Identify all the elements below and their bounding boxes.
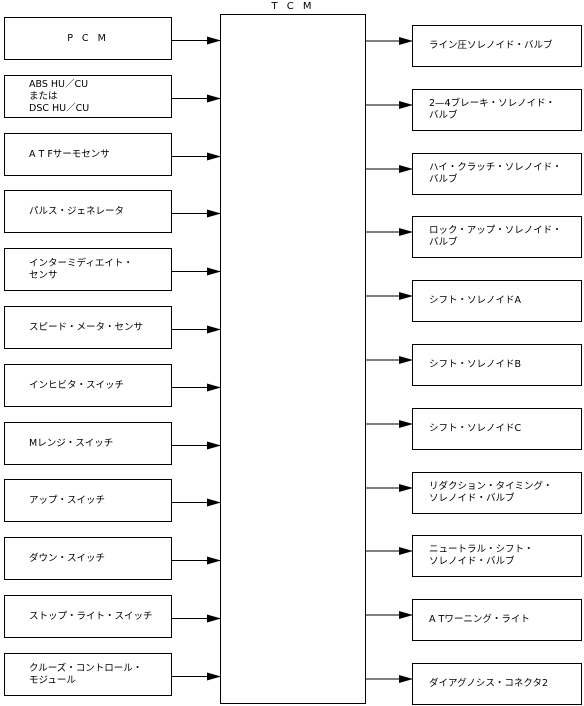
input-label-5: インターミディエイト・ センサ [29, 257, 133, 281]
input-label-11: ストップ・ライト・スイッチ [29, 610, 153, 622]
output-label-4: ロック・アップ・ソレノイド・ バルブ [429, 225, 562, 248]
input-label-3: A T Fサーモセンサ [29, 148, 110, 160]
tcm-title: T C M [271, 1, 315, 12]
output-box-9: ニュートラル・シフト・ ソレノイド・バルブ [412, 535, 582, 577]
output-box-5: シフト・ソレノイドA [412, 280, 582, 322]
output-label-7: シフト・ソレノイドC [429, 423, 522, 434]
output-box-1: ライン圧ソレノイド・バルブ [412, 25, 582, 67]
tcm-unit [220, 14, 366, 704]
output-label-8: リダクション・タイミング・ ソレノイド・バルブ [429, 481, 553, 504]
input-box-6: スピード・メータ・センサ [4, 306, 172, 349]
output-box-11: ダイアグノシス・コネクタ2 [412, 663, 582, 705]
input-box-7: インヒビタ・スイッチ [4, 364, 172, 407]
output-label-6: シフト・ソレノイドB [429, 359, 522, 370]
input-label-4: パルス・ジェネレータ [29, 205, 125, 217]
input-label-7: インヒビタ・スイッチ [29, 379, 125, 391]
output-box-2: 2—4ブレーキ・ソレノイド・ バルブ [412, 89, 582, 131]
input-box-8: Mレンジ・スイッチ [4, 422, 172, 465]
input-label-12: クルーズ・コントロール・ モジュール [29, 662, 143, 686]
output-box-3: ハイ・クラッチ・ソレノイド・ バルブ [412, 153, 582, 195]
output-label-5: シフト・ソレノイドA [429, 295, 521, 306]
output-label-1: ライン圧ソレノイド・バルブ [429, 40, 553, 51]
output-label-11: ダイアグノシス・コネクタ2 [429, 678, 548, 689]
input-box-5: インターミディエイト・ センサ [4, 248, 172, 291]
output-label-3: ハイ・クラッチ・ソレノイド・ バルブ [429, 162, 562, 185]
input-box-2: ABS HU／CU または DSC HU／CU [4, 75, 172, 118]
input-box-9: アップ・スイッチ [4, 479, 172, 522]
input-box-3: A T Fサーモセンサ [4, 133, 172, 176]
input-box-11: ストップ・ライト・スイッチ [4, 595, 172, 638]
input-box-10: ダウン・スイッチ [4, 537, 172, 580]
output-box-6: シフト・ソレノイドB [412, 344, 582, 386]
output-box-7: シフト・ソレノイドC [412, 408, 582, 450]
output-box-8: リダクション・タイミング・ ソレノイド・バルブ [412, 472, 582, 514]
input-label-1: P C M [67, 32, 109, 44]
input-label-6: スピード・メータ・センサ [29, 321, 144, 333]
input-label-9: アップ・スイッチ [29, 494, 106, 506]
output-box-4: ロック・アップ・ソレノイド・ バルブ [412, 216, 582, 258]
output-label-10: A Tワーニング・ライト [429, 614, 530, 625]
input-box-12: クルーズ・コントロール・ モジュール [4, 653, 172, 696]
output-label-9: ニュートラル・シフト・ ソレノイド・バルブ [429, 544, 534, 567]
input-label-8: Mレンジ・スイッチ [29, 437, 114, 449]
output-box-10: A Tワーニング・ライト [412, 599, 582, 641]
input-box-1: P C M [4, 17, 172, 60]
input-label-10: ダウン・スイッチ [29, 552, 106, 564]
output-label-2: 2—4ブレーキ・ソレノイド・ バルブ [429, 98, 556, 121]
input-box-4: パルス・ジェネレータ [4, 190, 172, 233]
input-label-2: ABS HU／CU または DSC HU／CU [29, 78, 90, 114]
